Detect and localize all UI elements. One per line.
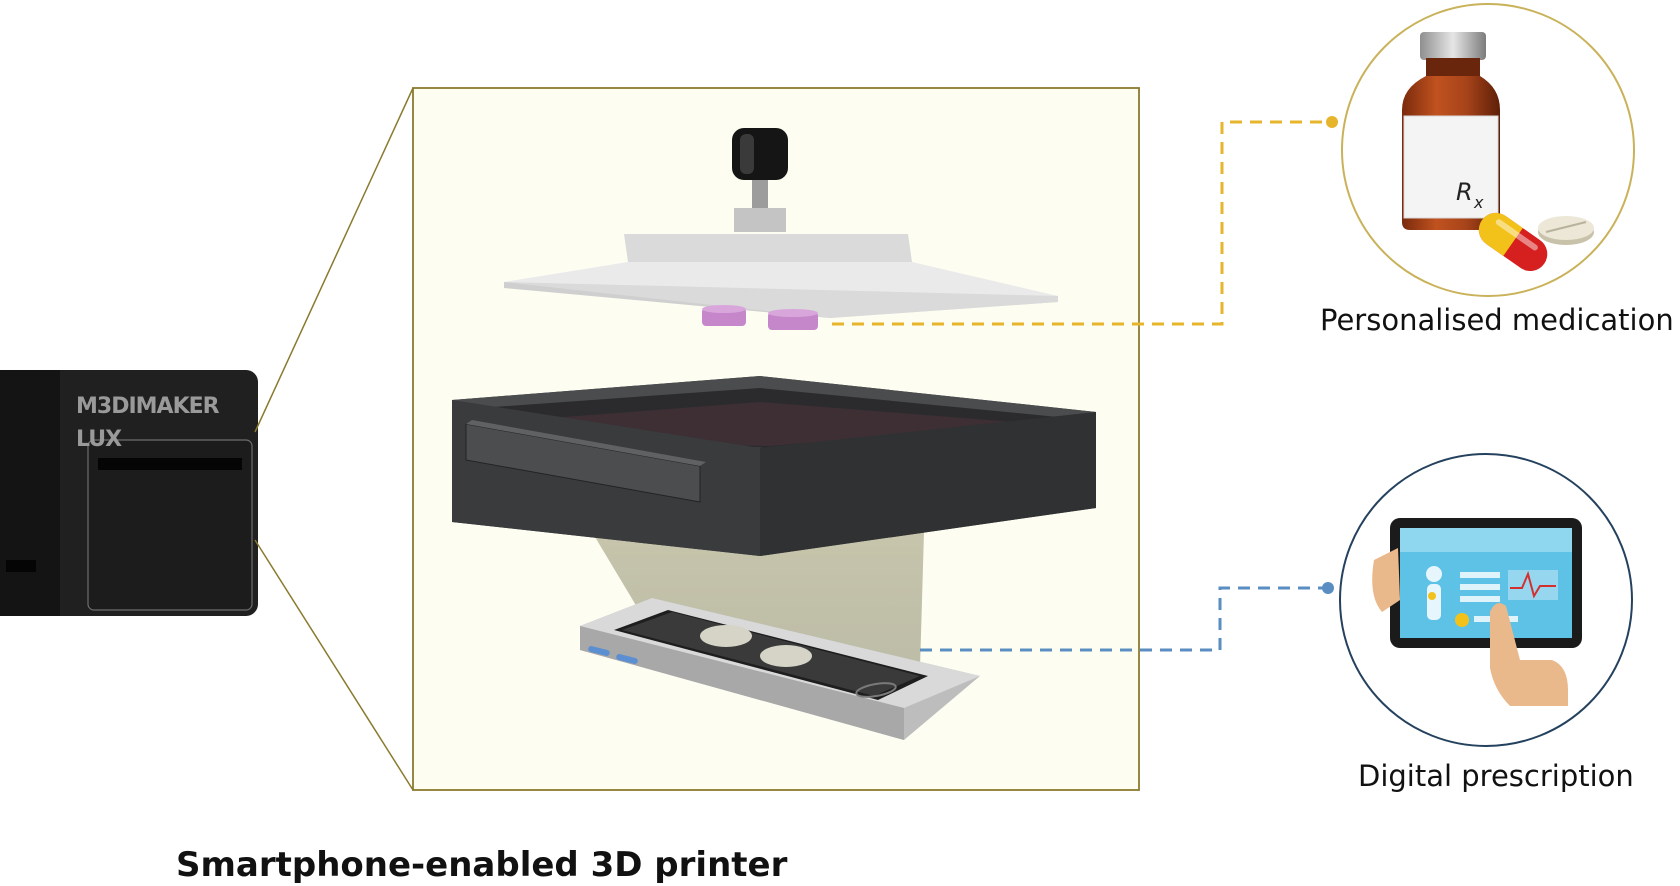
digital-prescription-label: Digital prescription xyxy=(1358,759,1634,793)
printer-brand-line2: LUX xyxy=(76,427,122,452)
rx-symbol: R xyxy=(1456,178,1473,206)
resin-vat-icon xyxy=(452,376,1096,668)
medication-link-line xyxy=(832,120,1332,326)
main-title: Smartphone-enabled 3D printer xyxy=(176,845,788,885)
printer-brand-line1: M3DIMAKER xyxy=(76,394,220,419)
tablet-device-icon xyxy=(1390,518,1582,648)
printer-icon: M3DIMAKER LUX xyxy=(0,370,258,616)
personalised-medication-label: Personalised medication xyxy=(1320,303,1674,337)
medicine-bottle-icon: R x xyxy=(1402,32,1500,230)
capsule-icon xyxy=(1478,212,1548,272)
build-platform-icon xyxy=(504,128,1058,330)
tablet-pill-icon xyxy=(1538,216,1594,245)
rx-symbol-sub: x xyxy=(1473,193,1484,212)
medication-link-dot xyxy=(1326,116,1338,128)
smartphone-icon xyxy=(580,598,980,740)
prescription-link-line xyxy=(920,586,1326,652)
hand-icon xyxy=(1372,548,1568,706)
prescription-link-dot xyxy=(1322,582,1334,594)
zoom-connector xyxy=(254,87,414,791)
